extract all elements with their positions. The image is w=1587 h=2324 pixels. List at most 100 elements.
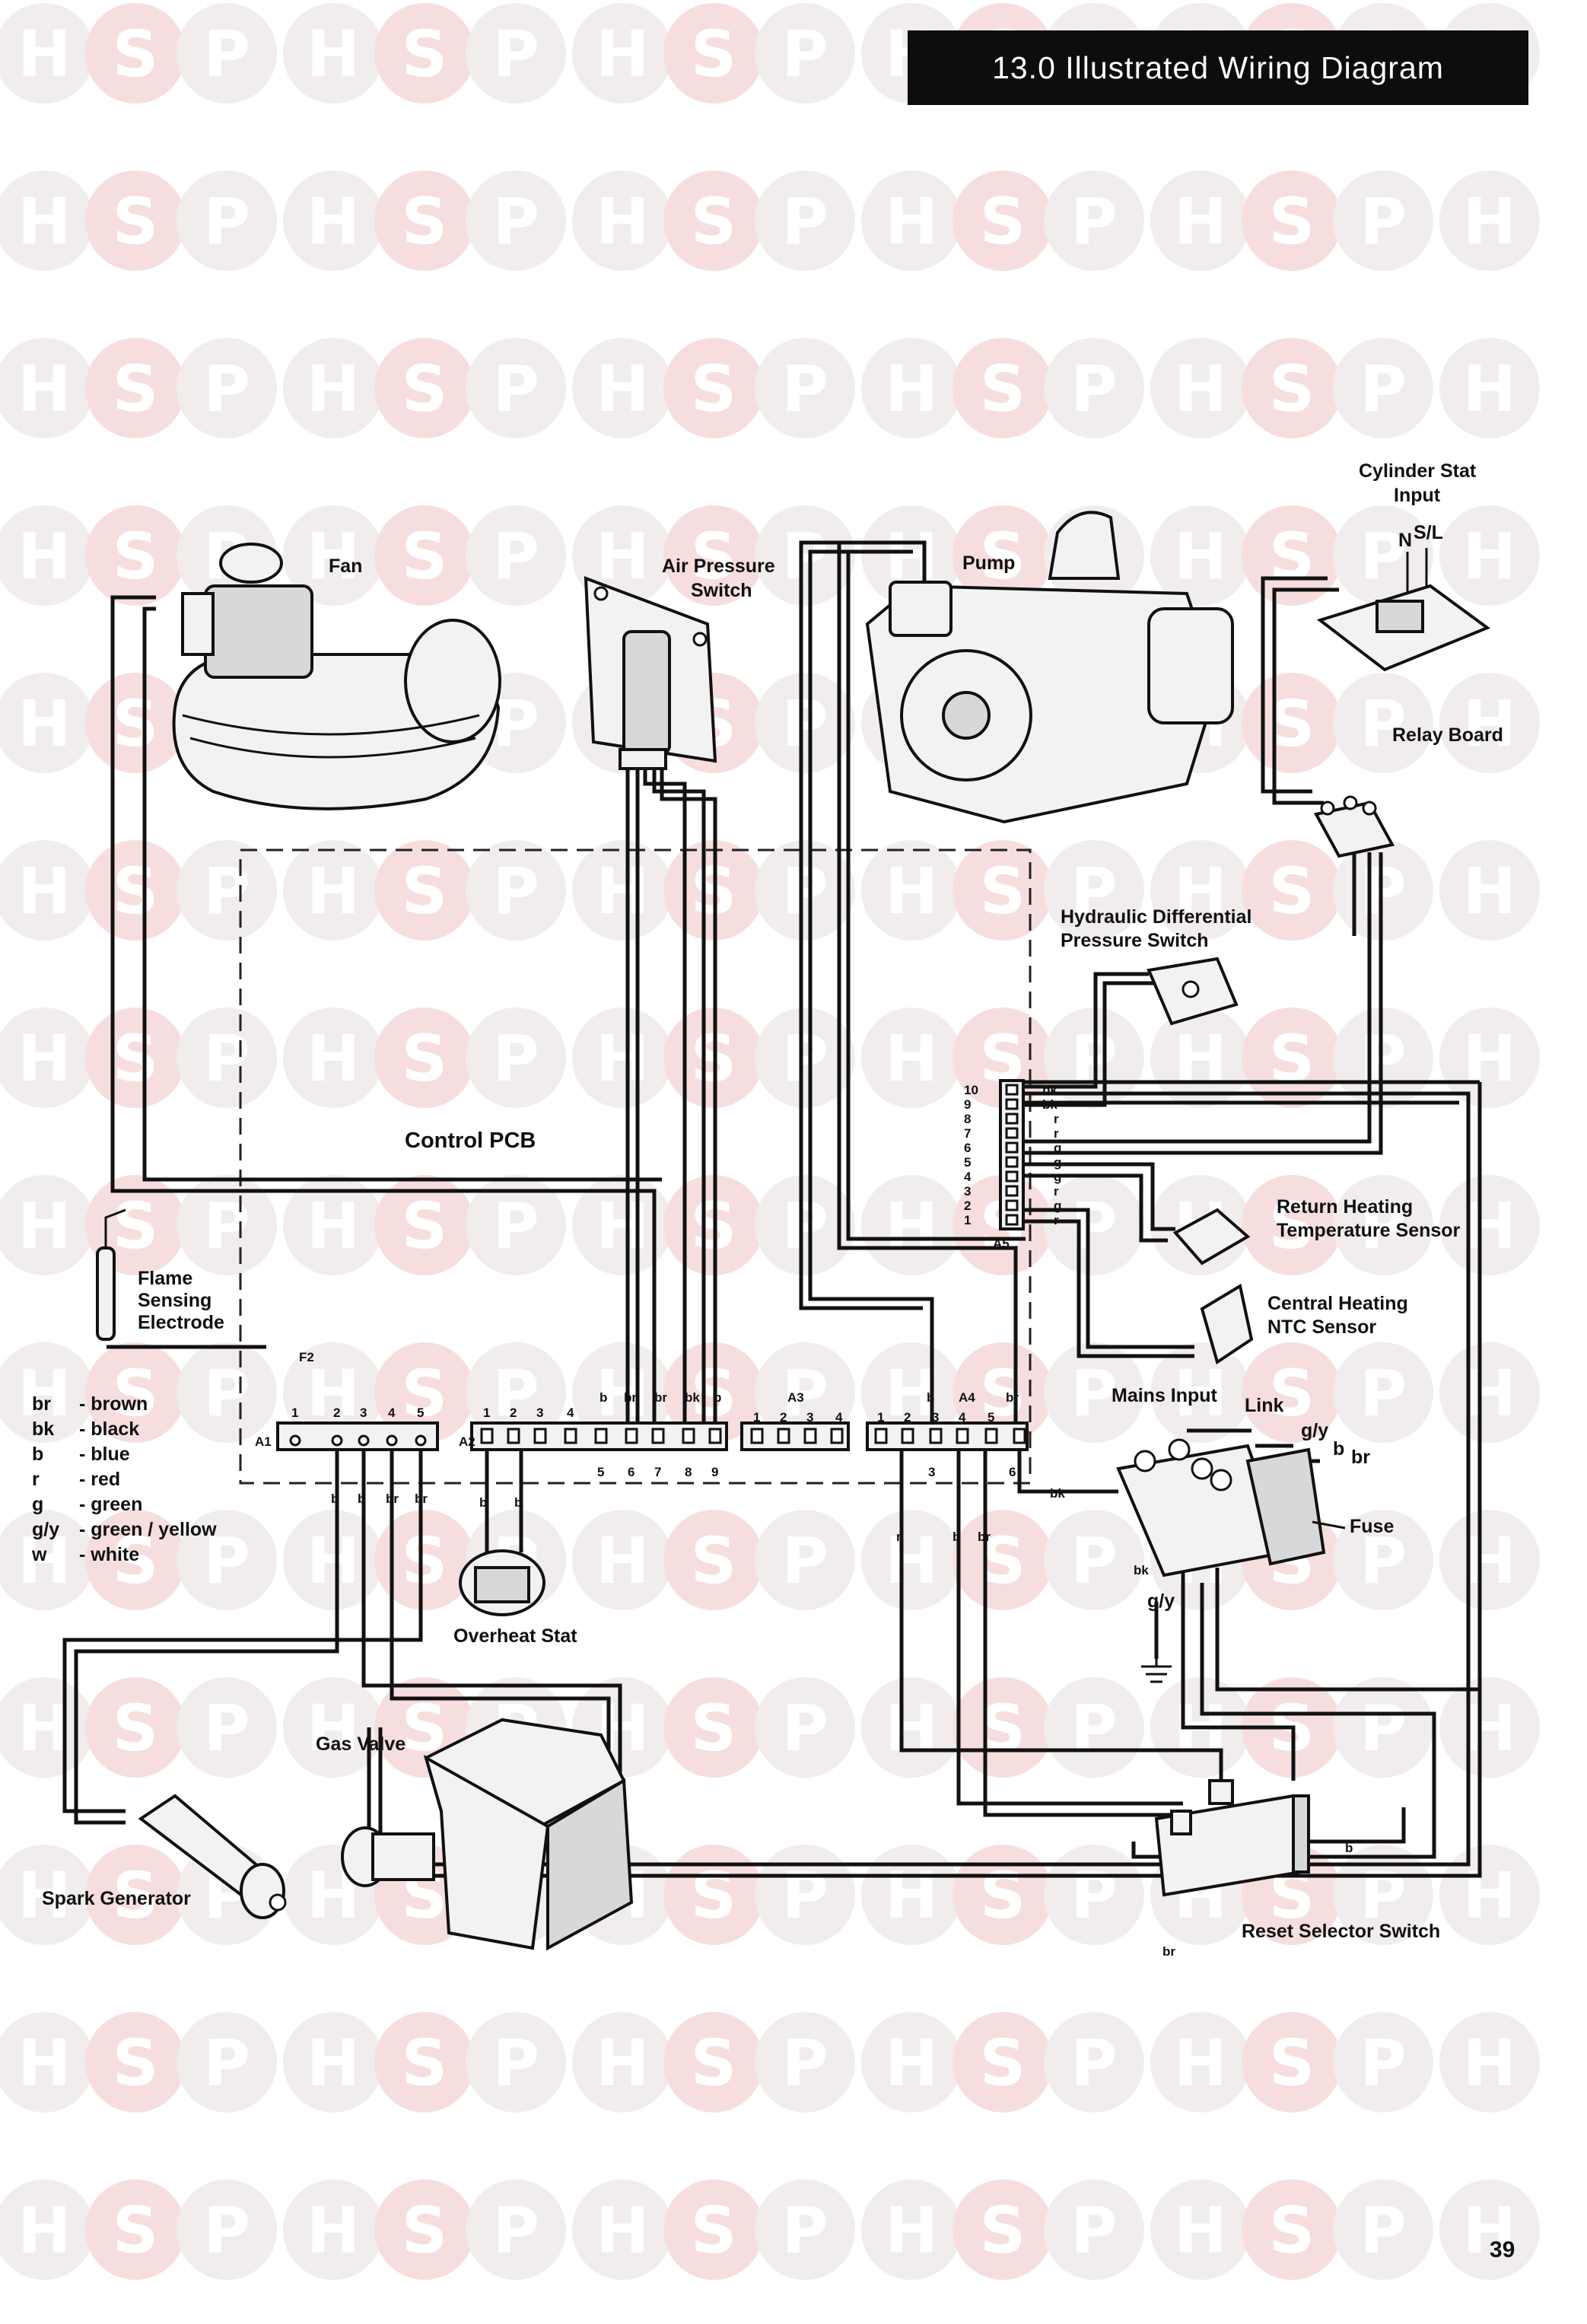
- a3-pin: [830, 1428, 844, 1444]
- watermark-disc: [1439, 1342, 1540, 1443]
- watermark-disc: [1044, 2012, 1144, 2112]
- watermark-letter: P: [781, 184, 828, 259]
- a1-pin: [358, 1434, 370, 1447]
- watermark-disc: [755, 840, 855, 941]
- watermark-letter: S: [1269, 2026, 1315, 2100]
- watermark-letter: H: [1463, 1691, 1516, 1765]
- watermark-letter: H: [596, 1021, 649, 1096]
- a4-pin-number: 5: [988, 1410, 994, 1425]
- watermark-letter: H: [1463, 1189, 1516, 1263]
- watermark-letter: S: [691, 519, 737, 594]
- watermark-disc: [177, 2012, 277, 2112]
- a2-pin: [533, 1428, 547, 1444]
- watermark-disc: [755, 1008, 855, 1108]
- watermark-disc: [85, 1845, 186, 1945]
- watermark-disc: [0, 1677, 94, 1778]
- watermark-disc: [177, 1677, 277, 1778]
- watermark-letter: H: [17, 184, 71, 259]
- watermark-letter: S: [691, 184, 737, 259]
- a1-pin: [331, 1434, 343, 1447]
- watermark-letter: P: [203, 2193, 250, 2268]
- a5-pin: [1005, 1098, 1019, 1110]
- a4-pin-number: 3: [928, 1465, 935, 1479]
- a4-connector: [866, 1421, 1029, 1451]
- watermark-disc: [0, 1008, 94, 1108]
- watermark-disc: [466, 2179, 566, 2280]
- watermark-disc: [466, 2012, 566, 2112]
- a2-pin-number: 3: [536, 1406, 543, 1420]
- a5-pin: [1005, 1185, 1019, 1197]
- a5-wire-colour: g: [1054, 1141, 1061, 1155]
- hydraulic-switch-label-2: Pressure Switch: [1061, 930, 1209, 951]
- watermark-letter: P: [1070, 854, 1118, 928]
- a3-pin-number: 3: [806, 1410, 813, 1425]
- watermark-letter: P: [781, 854, 828, 928]
- a4-pin: [874, 1428, 888, 1444]
- watermark-letter: P: [781, 2026, 828, 2100]
- watermark-letter: P: [1070, 352, 1118, 426]
- a4-wire-colour: br: [978, 1530, 991, 1544]
- mains-wire-colour: b: [1333, 1438, 1344, 1460]
- watermark-disc: [466, 338, 566, 438]
- a5-pin: [1005, 1156, 1019, 1168]
- flame-electrode-label-1: Flame: [138, 1268, 192, 1289]
- watermark-disc: [283, 1342, 383, 1443]
- watermark-disc: [1333, 1845, 1433, 1945]
- watermark-disc: [953, 2012, 1053, 2112]
- watermark-letter: H: [1463, 184, 1516, 259]
- watermark-disc: [283, 1677, 383, 1778]
- watermark-letter: H: [1463, 1858, 1516, 1933]
- watermark-disc: [1439, 673, 1540, 773]
- air-pressure-switch-label-1: Air Pressure: [662, 556, 775, 577]
- a3-pin: [803, 1428, 817, 1444]
- watermark-letter: P: [1360, 2026, 1407, 2100]
- watermark-disc: [283, 2012, 383, 2112]
- a2-pin: [651, 1428, 665, 1444]
- watermark-disc: [283, 840, 383, 941]
- a5-label: A5: [993, 1237, 1010, 1251]
- watermark-letter: H: [596, 352, 649, 426]
- pump-icon: [865, 511, 1234, 824]
- watermark-letter: S: [691, 1691, 737, 1765]
- watermark-disc: [663, 2179, 764, 2280]
- spark-generator-label: Spark Generator: [42, 1888, 191, 1909]
- watermark-disc: [663, 338, 764, 438]
- watermark-letter: S: [691, 17, 737, 91]
- watermark-disc: [1150, 2179, 1251, 2280]
- legend-code: br: [32, 1393, 51, 1415]
- watermark-letter: S: [402, 1189, 448, 1263]
- watermark-disc: [374, 505, 475, 606]
- a2-wire-colour: b: [714, 1390, 721, 1405]
- a5-wire-colour: r: [1054, 1184, 1059, 1199]
- watermark-disc: [0, 505, 94, 606]
- watermark-letter: P: [203, 184, 250, 259]
- watermark-disc: [177, 338, 277, 438]
- watermark-letter: P: [492, 519, 539, 594]
- watermark-letter: S: [113, 1858, 159, 1933]
- watermark-disc: [374, 2179, 475, 2280]
- watermark-letter: H: [17, 519, 71, 594]
- watermark-disc: [283, 3, 383, 103]
- watermark-letter: S: [402, 352, 448, 426]
- watermark-disc: [1333, 338, 1433, 438]
- watermark-letter: S: [113, 1189, 159, 1263]
- legend-name: - green / yellow: [79, 1519, 217, 1540]
- watermark-letter: H: [17, 854, 71, 928]
- a2-pin-number: 4: [567, 1406, 574, 1420]
- watermark-letter: P: [203, 854, 250, 928]
- a4-pin-number: 4: [959, 1410, 966, 1425]
- watermark-disc: [0, 1845, 94, 1945]
- watermark-disc: [374, 3, 475, 103]
- watermark-letter: H: [1174, 854, 1227, 928]
- watermark-letter: P: [1070, 1523, 1118, 1598]
- watermark-letter: P: [203, 1691, 250, 1765]
- a5-pin: [1005, 1141, 1019, 1154]
- watermark-letter: S: [402, 519, 448, 594]
- watermark-letter: S: [980, 1858, 1026, 1933]
- watermark-disc: [0, 840, 94, 941]
- watermark-disc: [374, 840, 475, 941]
- watermark-letter: S: [113, 184, 159, 259]
- mains-wire-colour: bk: [1134, 1563, 1149, 1577]
- watermark-letter: H: [596, 1189, 649, 1263]
- watermark-letter: H: [17, 1356, 71, 1431]
